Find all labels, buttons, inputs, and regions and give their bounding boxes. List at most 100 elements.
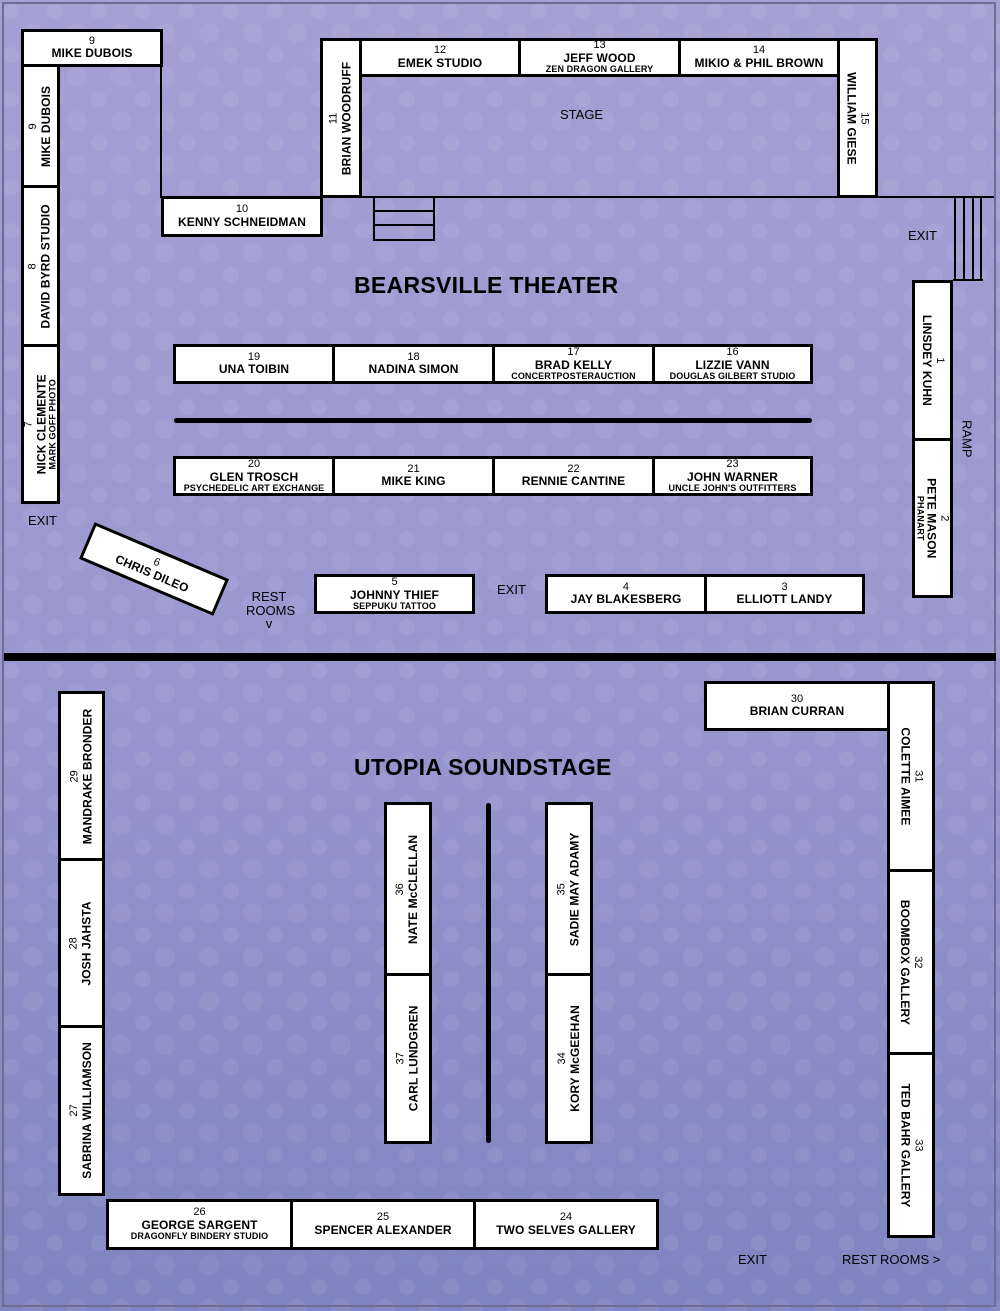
booth-subtitle: PSYCHEDELIC ART EXCHANGE (183, 482, 325, 493)
booth-subtitle: ZEN DRAGON GALLERY (545, 64, 654, 75)
booth-name: RENNIE CANTINE (521, 474, 626, 489)
booth-name: EMEK STUDIO (397, 55, 483, 70)
booth-number: 15 (858, 111, 871, 125)
booth-name: WILLIAM GIESE (845, 71, 860, 165)
booth-name: COLETTE AIMEE (898, 727, 913, 826)
booth-subtitle: MARK GOFF PHOTO (47, 378, 58, 470)
booth-name: TWO SELVES GALLERY (496, 1222, 636, 1237)
bearsville-theater-title: BEARSVILLE THEATER (354, 272, 619, 298)
stage-steps (373, 196, 435, 241)
stage-front-edge (160, 196, 994, 198)
booth-number: 33 (912, 1138, 925, 1152)
booth-name: JOSH JAHSTA (79, 900, 94, 986)
aisle-divider-bottom (486, 803, 491, 1143)
booth-number: 16 (726, 345, 739, 358)
booth-name: LIZZIE VANN (695, 357, 770, 372)
booth-name: PETE MASON (924, 477, 939, 559)
ramp-steps (953, 196, 983, 281)
booth-number: 32 (912, 955, 925, 969)
booth-name: BOOMBOX GALLERY (898, 899, 913, 1025)
booth-number: 25 (376, 1211, 390, 1224)
booth-name: SADIE MAY ADAMY (567, 832, 582, 946)
booth-name: NICK CLEMENTE (34, 374, 49, 474)
booth-subtitle: DOUGLAS GILBERT STUDIO (669, 370, 796, 381)
booth-name: TED BAHR GALLERY (898, 1083, 913, 1207)
booth-name: KORY McGEEHAN (567, 1005, 582, 1112)
booth-name: NATE McCLELLAN (406, 834, 421, 944)
booth-name: MIKE DUBOIS (38, 85, 53, 167)
booth-name: BRAD KELLY (534, 357, 613, 372)
booth-name: CARL LUNDGREN (406, 1005, 421, 1112)
booth-number: 1 (933, 357, 946, 364)
booth-name: JOHNNY THIEF (350, 587, 439, 602)
booth-number: 4 (622, 580, 630, 593)
booth-number: 19 (247, 350, 261, 363)
booth-number: 14 (752, 44, 766, 57)
booth-name: UNA TOIBIN (218, 362, 290, 377)
booth-number: 23 (726, 457, 739, 470)
booth-name: JAY BLAKESBERG (570, 592, 682, 607)
booth-number: 29 (68, 769, 81, 783)
booth-number: 18 (407, 350, 420, 363)
booth-name: MIKIO & PHIL BROWN (694, 55, 824, 70)
exit-label-left: EXIT (28, 513, 57, 528)
booth-number: 3 (781, 580, 788, 593)
booth-number: 26 (193, 1206, 206, 1219)
booth-name: KENNY SCHNEIDMAN (177, 214, 307, 229)
booth-number: 7 (22, 420, 35, 428)
booth-name: SABRINA WILLIAMSON (79, 1042, 94, 1179)
booth-number: 10 (235, 203, 249, 216)
booth-name: NADINA SIMON (368, 362, 459, 377)
booth-number: 17 (567, 345, 580, 358)
booth-name: BRIAN WOODRUFF (339, 61, 354, 175)
exit-label-top-right: EXIT (908, 228, 937, 243)
booth-name: JOHN WARNER (686, 469, 779, 484)
booth-name: GEORGE SARGENT (141, 1218, 258, 1233)
booth-name: JEFF WOOD (563, 51, 636, 66)
booth-number: 31 (912, 770, 925, 783)
booth-subtitle: SEPPUKU TATTOO (353, 600, 436, 611)
booth-number: 2 (938, 514, 951, 522)
stage-left-wall (160, 63, 162, 197)
booth-number: 21 (407, 462, 420, 475)
booth-name: SPENCER ALEXANDER (314, 1222, 452, 1237)
booth-number: 20 (247, 457, 261, 470)
